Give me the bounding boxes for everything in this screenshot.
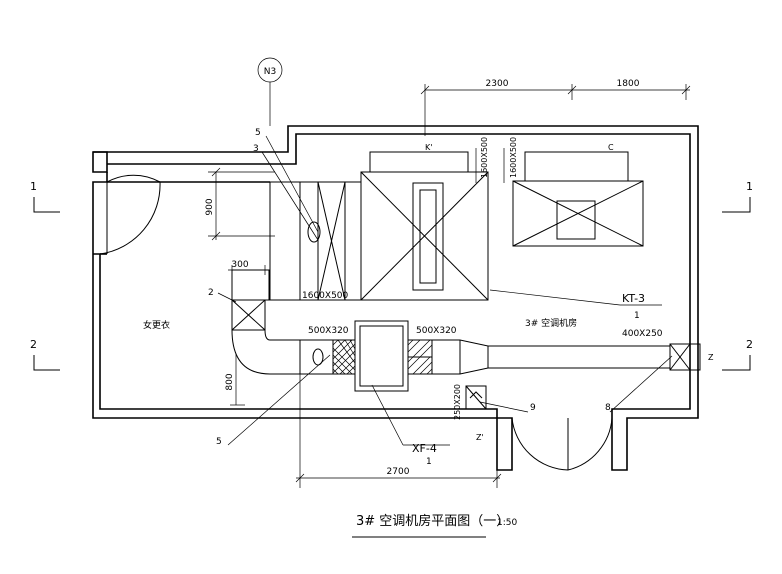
section-markers: [33, 197, 751, 371]
room-main-label: 3# 空调机房: [525, 317, 577, 329]
drawing-title: 3# 空调机房平面图（一）: [356, 513, 509, 529]
mark-z: Z: [708, 353, 714, 362]
dim-left-upper: 900: [205, 198, 215, 215]
label-8: 8: [605, 403, 611, 413]
mark-z2: Z': [476, 433, 484, 442]
drawing-scale: 1:50: [497, 518, 517, 528]
equipment: [231, 151, 701, 410]
dim-bottom: 2700: [387, 467, 410, 477]
label-xf4: XF-4: [412, 442, 437, 455]
section-left-2: 2: [30, 338, 37, 351]
mark-k: K': [425, 143, 432, 152]
annotations: N3 2300 1800 900 300 800 2700 1600X500 5…: [30, 67, 753, 538]
dim-duct-right: 500X320: [416, 326, 457, 336]
label-2: 2: [208, 288, 214, 298]
leaders: [217, 57, 673, 446]
label-xf4-sub: 1: [426, 457, 432, 467]
label-3: 3: [253, 144, 259, 154]
label-5-bottom: 5: [216, 437, 222, 447]
dim-duct-exhaust: 400X250: [622, 329, 663, 339]
dim-vert-b: 1600X500: [509, 137, 518, 178]
label-5-top: 5: [255, 128, 261, 138]
dim-duct-upper: 1600X500: [302, 291, 349, 301]
dim-duct-left: 500X320: [308, 326, 349, 336]
dimension-lines: [208, 84, 691, 488]
section-right-1: 1: [746, 180, 753, 193]
dim-left-lower: 800: [225, 373, 235, 390]
mark-c: C: [608, 143, 614, 152]
dim-vert-c: 250X200: [453, 384, 462, 420]
grid-label-n3: N3: [264, 67, 276, 77]
dim-vert-a: 1600X500: [480, 137, 489, 178]
room-side-label: 女更衣: [143, 319, 170, 331]
section-left-1: 1: [30, 180, 37, 193]
dim-top-left: 2300: [486, 79, 509, 89]
label-9: 9: [530, 403, 536, 413]
label-kt3-sub: 1: [634, 311, 640, 321]
dim-left-mid: 300: [231, 260, 248, 270]
section-right-2: 2: [746, 338, 753, 351]
dim-top-right: 1800: [617, 79, 640, 89]
walls: [92, 125, 699, 471]
label-kt3: KT-3: [622, 292, 645, 305]
